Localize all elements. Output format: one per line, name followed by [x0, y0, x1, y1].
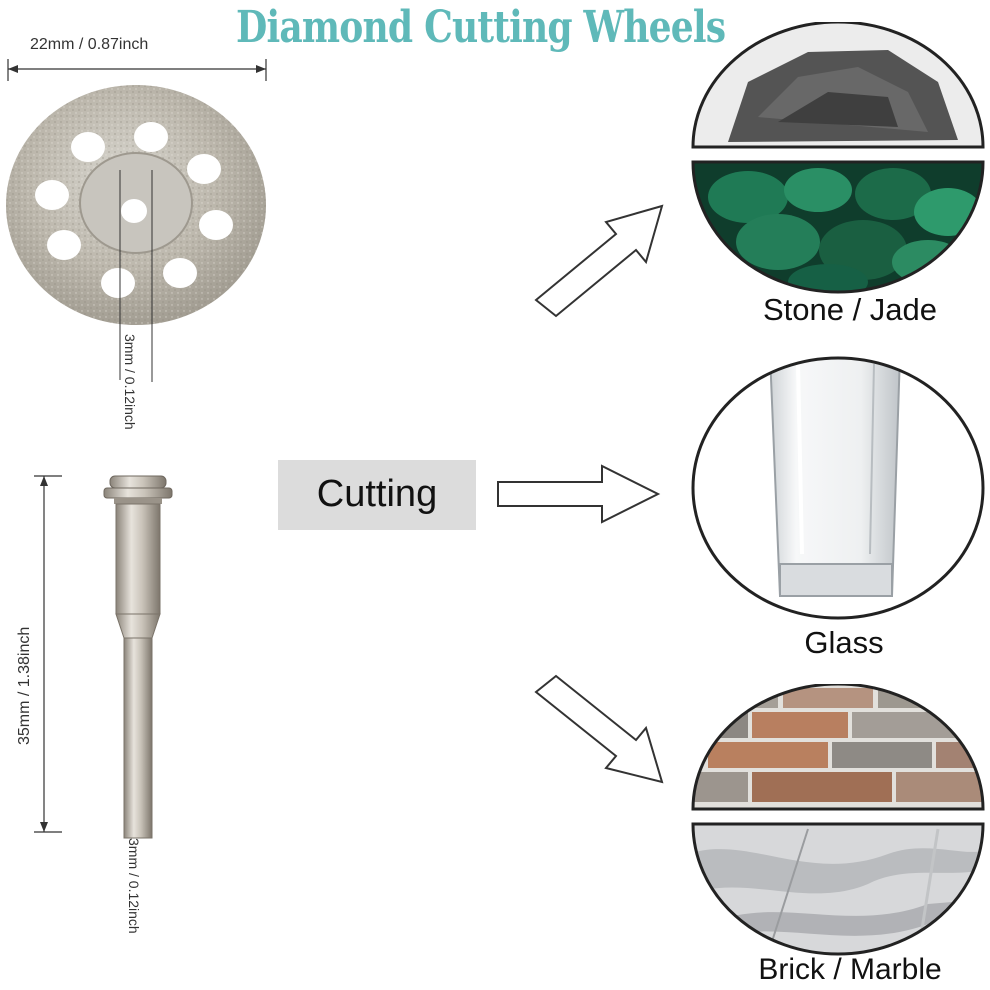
disc-hole-label: 3mm / 0.12inch [122, 334, 138, 430]
mandrel-length-label: 35mm / 1.38inch [16, 626, 33, 745]
diamond-disc-image [6, 85, 266, 335]
mandrel-image [103, 475, 173, 839]
disc-width-dimension-line [7, 59, 267, 81]
cutting-label-box: Cutting [278, 460, 476, 530]
glass-circle-image [691, 356, 985, 620]
stone-jade-circle-image [691, 22, 985, 294]
disc-diameter-label: 22mm / 0.87inch [30, 36, 149, 53]
brick-marble-circle-image [691, 684, 985, 956]
material-label-brick-marble: Brick / Marble [758, 953, 942, 986]
cutting-label: Cutting [316, 473, 438, 515]
page-title: Diamond Cutting Wheels [236, 2, 726, 53]
hole-dimension-lines [119, 300, 153, 382]
arrow-right-icon [497, 464, 661, 524]
material-label-stone-jade: Stone / Jade [762, 292, 938, 327]
arrow-down-right-icon [534, 674, 664, 784]
material-label-glass: Glass [804, 625, 884, 660]
arrow-up-right-icon [534, 204, 664, 318]
mandrel-length-dimension-line [34, 475, 62, 833]
shaft-diameter-label: 3mm / 0.12inch [126, 838, 142, 934]
